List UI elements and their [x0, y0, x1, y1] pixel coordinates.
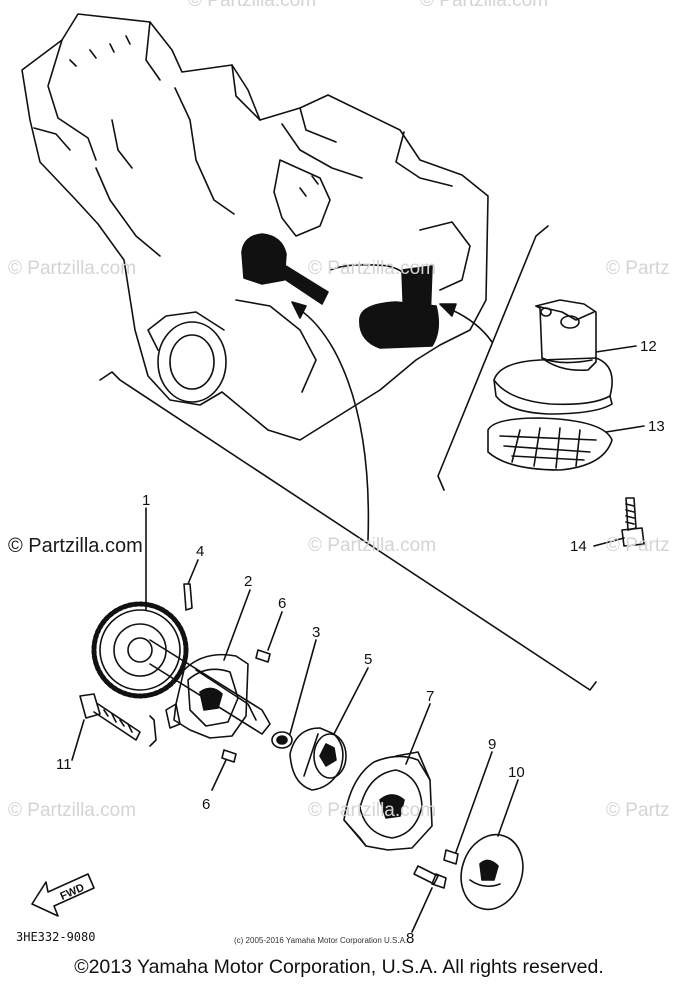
callout-8: 8 [406, 930, 415, 947]
oil-pump-housing [165, 653, 249, 739]
callout-9: 9 [488, 736, 497, 753]
watermark-left-dark: © Partzilla.com [8, 535, 143, 557]
pump-rotor [289, 727, 347, 791]
engine-oil-pump-drive-port [241, 233, 329, 305]
leader-12 [595, 345, 637, 353]
callout-11: 11 [56, 756, 72, 773]
pump-install-arrowhead [291, 301, 307, 319]
callout-13: 13 [648, 418, 665, 435]
watermark-row4-3: © Partz [606, 800, 670, 821]
leader-3 [289, 639, 317, 735]
watermark-row3-3: © Partz [606, 535, 670, 556]
leader-13 [605, 425, 645, 433]
fwd-arrow-icon [31, 873, 95, 917]
callout-6-lower: 6 [202, 796, 211, 813]
watermark-row3-2: © Partzilla.com [308, 535, 437, 556]
cover-pin [443, 849, 459, 865]
dowel-pin-upper [255, 649, 271, 663]
leader-6-upper [267, 611, 283, 651]
leader-10 [497, 779, 519, 837]
leader-6-lower [211, 759, 227, 791]
callout-4: 4 [196, 543, 205, 560]
small-copyright: (c) 2005-2016 Yamaha Motor Corporation U… [234, 936, 408, 945]
leader-8 [411, 887, 433, 933]
callout-5: 5 [364, 651, 373, 668]
leader-5 [333, 667, 369, 735]
leader-14 [593, 537, 625, 547]
diagram-code: 3HE332-9080 [16, 930, 96, 944]
section-divider-main [99, 371, 597, 691]
strainer-bolt [621, 497, 645, 547]
section-divider-strainer [437, 225, 549, 491]
leader-7 [405, 703, 431, 765]
strainer-install-arrow [451, 309, 493, 343]
watermark-row2-3: © Partz [606, 258, 670, 279]
pump-install-arrow [299, 309, 370, 541]
callout-1: 1 [142, 492, 151, 509]
callout-10: 10 [508, 764, 525, 781]
leader-9 [455, 751, 493, 853]
engine-strainer-socket [329, 263, 440, 349]
pump-pin [183, 583, 193, 611]
leader-11 [71, 719, 85, 761]
oil-strainer-screen [487, 417, 613, 471]
watermark-row2-1: © Partzilla.com [8, 258, 137, 279]
cover-screw [413, 865, 447, 889]
watermark-top-right: © Partzilla.com [420, 0, 549, 11]
strainer-install-arrowhead [439, 303, 457, 317]
dowel-pin-lower [221, 749, 237, 763]
engine-block-outline [21, 13, 489, 441]
watermark-row2-2: © Partzilla.com [308, 258, 437, 279]
leader-4 [187, 559, 199, 585]
watermark-row4-2: © Partzilla.com [308, 800, 437, 821]
callout-12: 12 [640, 338, 657, 355]
callout-3: 3 [312, 624, 321, 641]
watermark-top-left: © Partzilla.com [188, 0, 317, 11]
footer-copyright: ©2013 Yamaha Motor Corporation, U.S.A. A… [74, 956, 604, 978]
circlip [271, 731, 293, 749]
pump-cover [343, 751, 433, 851]
callout-6-upper: 6 [278, 595, 287, 612]
callout-7: 7 [426, 688, 435, 705]
leader-2 [223, 589, 251, 661]
pump-plate [460, 833, 524, 911]
oil-pump-drive-gear [91, 601, 271, 735]
watermark-row4-1: © Partzilla.com [8, 800, 137, 821]
oil-strainer-housing [493, 299, 613, 415]
gear-bolt [79, 693, 157, 747]
callout-2: 2 [244, 573, 253, 590]
callout-14: 14 [570, 538, 587, 555]
